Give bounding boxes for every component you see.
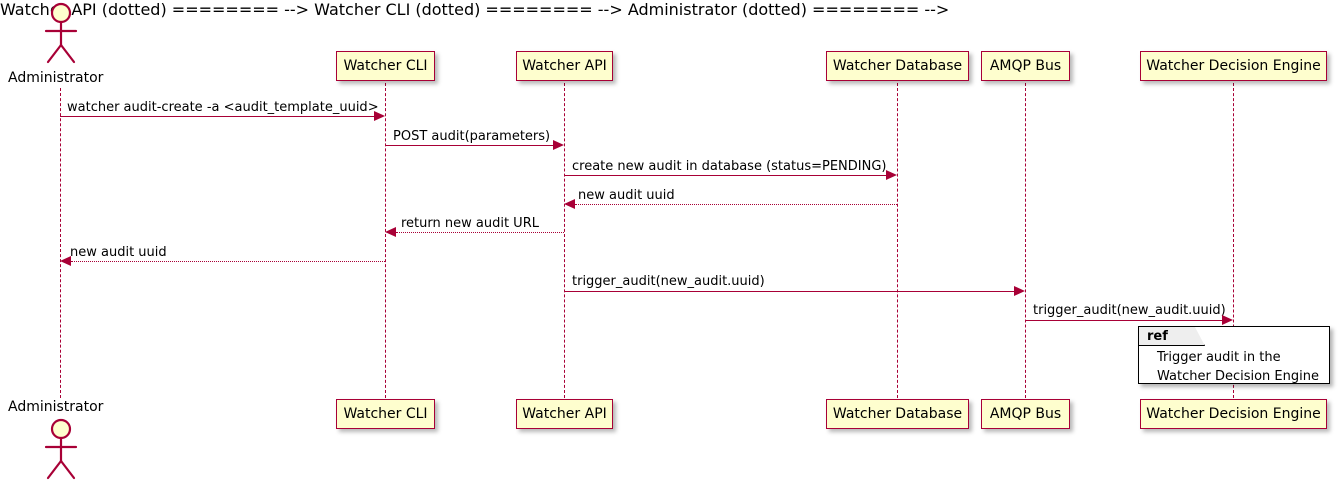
ref-fragment-body: Trigger audit in the Watcher Decision En… (1157, 350, 1319, 384)
message-label-4: return new audit URL (401, 216, 539, 231)
message-arrowhead-7 (1222, 315, 1233, 325)
lifeline-api (564, 83, 565, 398)
lifeline-cli (385, 83, 386, 398)
message-line-4 (396, 232, 564, 233)
participant-watcher-cli-bottom[interactable]: Watcher CLI (336, 399, 435, 429)
actor-administrator-bottom (34, 418, 88, 486)
participant-watcher-cli-top[interactable]: Watcher CLI (336, 51, 435, 81)
message-arrowhead-0 (374, 111, 385, 121)
message-arrowhead-6 (1014, 286, 1025, 296)
message-line-1 (385, 145, 553, 146)
message-label-0: watcher audit-create -a <audit_template_… (67, 100, 379, 115)
actor-label-administrator-top: Administrator (8, 70, 104, 86)
message-label-6: trigger_audit(new_audit.uuid) (572, 274, 765, 289)
message-arrowhead-3 (564, 199, 575, 209)
lifeline-engine (1233, 83, 1234, 398)
message-label-2: create new audit in database (status=PEN… (572, 159, 887, 174)
message-arrowhead-5 (60, 256, 71, 266)
ref-fragment-tab: ref (1139, 327, 1205, 346)
participant-watcher-database-bottom[interactable]: Watcher Database (826, 399, 969, 429)
message-label-5: new audit uuid (70, 245, 167, 260)
participant-watcher-api-top[interactable]: Watcher API (516, 51, 613, 81)
message-line-6 (564, 291, 1014, 292)
stick-figure-icon (44, 418, 78, 480)
message-line-7 (1025, 320, 1222, 321)
message-arrowhead-2 (886, 170, 897, 180)
stick-figure-icon (44, 2, 78, 64)
lifeline-database (897, 83, 898, 398)
actor-label-administrator-bottom: Administrator (8, 399, 104, 415)
participant-watcher-decision-engine-bottom[interactable]: Watcher Decision Engine (1140, 399, 1327, 429)
participant-watcher-database-top[interactable]: Watcher Database (826, 51, 969, 81)
participant-amqp-bus-top[interactable]: AMQP Bus (981, 51, 1070, 81)
message-label-7: trigger_audit(new_audit.uuid) (1033, 303, 1226, 318)
participant-watcher-api-bottom[interactable]: Watcher API (516, 399, 613, 429)
participant-watcher-decision-engine-top[interactable]: Watcher Decision Engine (1140, 51, 1327, 81)
lifeline-amqp (1025, 83, 1026, 398)
message-line-2 (564, 175, 886, 176)
message-arrowhead-1 (553, 140, 564, 150)
message-label-1: POST audit(parameters) (393, 129, 551, 144)
message-line-3 (575, 204, 897, 205)
message-arrowhead-4 (385, 227, 396, 237)
message-label-3: new audit uuid (578, 188, 675, 203)
participant-amqp-bus-bottom[interactable]: AMQP Bus (981, 399, 1070, 429)
message-line-5 (71, 261, 385, 262)
lifeline-administrator (60, 88, 61, 398)
message-line-0 (60, 116, 374, 117)
actor-administrator-top (34, 2, 88, 70)
ref-fragment: ref Trigger audit in the Watcher Decisio… (1138, 326, 1330, 384)
